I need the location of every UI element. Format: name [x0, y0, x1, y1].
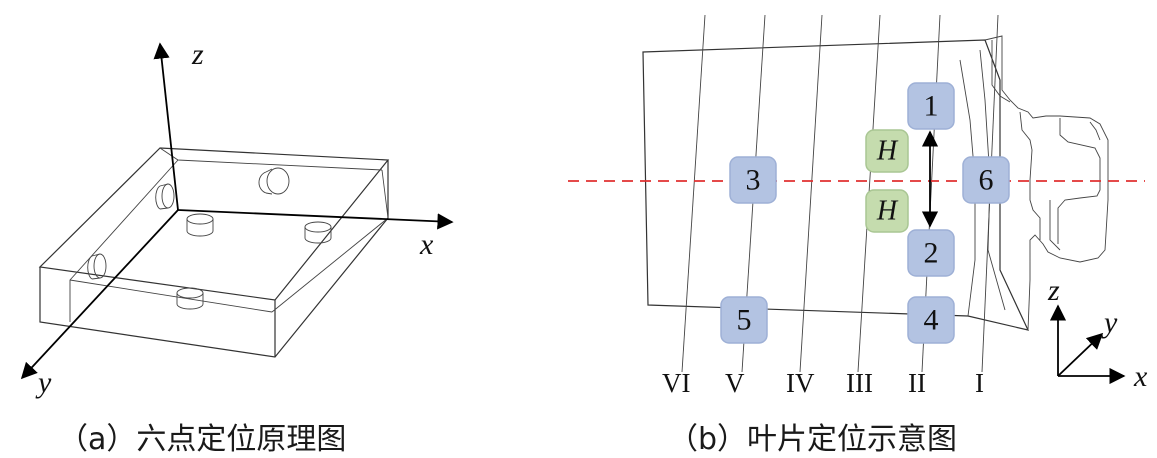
pin-side-wall-1 [155, 183, 175, 210]
point-2-label: 2 [924, 237, 939, 270]
section-label-i: I [975, 368, 984, 398]
y-axis-label: y [35, 366, 52, 399]
z-axis-label: z [191, 38, 204, 71]
section-label-iii: III [846, 368, 873, 398]
locating-point-3: 3 [729, 156, 777, 204]
coordinate-triad: z x y [1047, 274, 1148, 393]
point-3-label: 3 [746, 164, 761, 197]
section-label-ii: II [908, 368, 926, 398]
h-marker-upper: H [865, 129, 909, 173]
point-5-label: 5 [737, 304, 752, 337]
x-axis [177, 209, 454, 230]
locating-point-6: 6 [962, 156, 1010, 204]
section-label-iv: IV [786, 368, 815, 398]
locating-point-2: 2 [907, 229, 955, 277]
pin-bottom-3 [176, 287, 204, 310]
right-caption: （b）叶片定位示意图 [668, 422, 958, 457]
triad-y-label: y [1101, 306, 1118, 339]
point-4-label: 4 [924, 304, 939, 337]
locating-point-5: 5 [720, 296, 768, 344]
h-marker-upper-label: H [876, 136, 899, 167]
pin-side-wall-2 [87, 253, 107, 280]
section-label-vi: VI [662, 368, 691, 398]
left-diagram: z x y [20, 38, 454, 399]
section-label-v: V [725, 368, 745, 398]
locating-point-4: 4 [907, 296, 955, 344]
y-axis [20, 209, 179, 380]
left-caption: （a）六点定位原理图 [58, 422, 347, 457]
right-diagram: VI V IV III II I H H 1 2 3 [568, 14, 1148, 398]
triad-z-label: z [1047, 274, 1060, 307]
h-marker-lower-label: H [876, 196, 899, 227]
locating-point-1: 1 [907, 82, 955, 130]
pin-bottom-1 [186, 213, 214, 237]
x-axis-label: x [419, 228, 434, 261]
z-axis [153, 42, 179, 211]
pin-bottom-2 [304, 221, 332, 244]
point-6-label: 6 [979, 164, 994, 197]
blade-body [642, 39, 1030, 331]
pin-back-wall [258, 167, 290, 195]
triad-x-label: x [1133, 360, 1148, 393]
point-1-label: 1 [924, 90, 939, 123]
h-marker-lower: H [865, 189, 909, 233]
